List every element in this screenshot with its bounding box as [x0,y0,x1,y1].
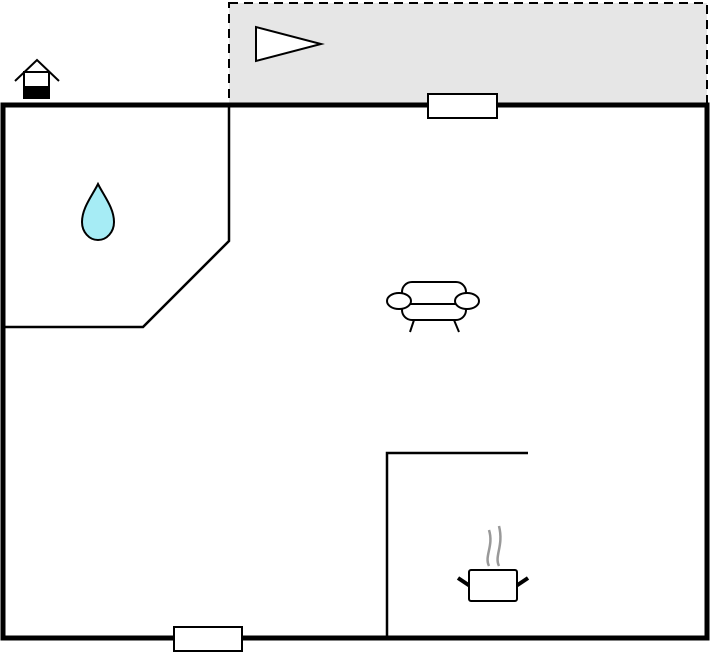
cooking-pot-icon [456,525,530,602]
sofa-icon [386,281,480,333]
window-icon [427,93,498,119]
terrace-flag-icon [255,25,325,63]
window-icon [173,626,243,652]
bathroom-wall [3,105,231,329]
kitchen-wall [385,451,528,638]
outer-wall [0,102,710,641]
terrace-area [228,2,708,106]
water-drop-icon [80,181,116,241]
house-entrance-icon [14,58,60,99]
